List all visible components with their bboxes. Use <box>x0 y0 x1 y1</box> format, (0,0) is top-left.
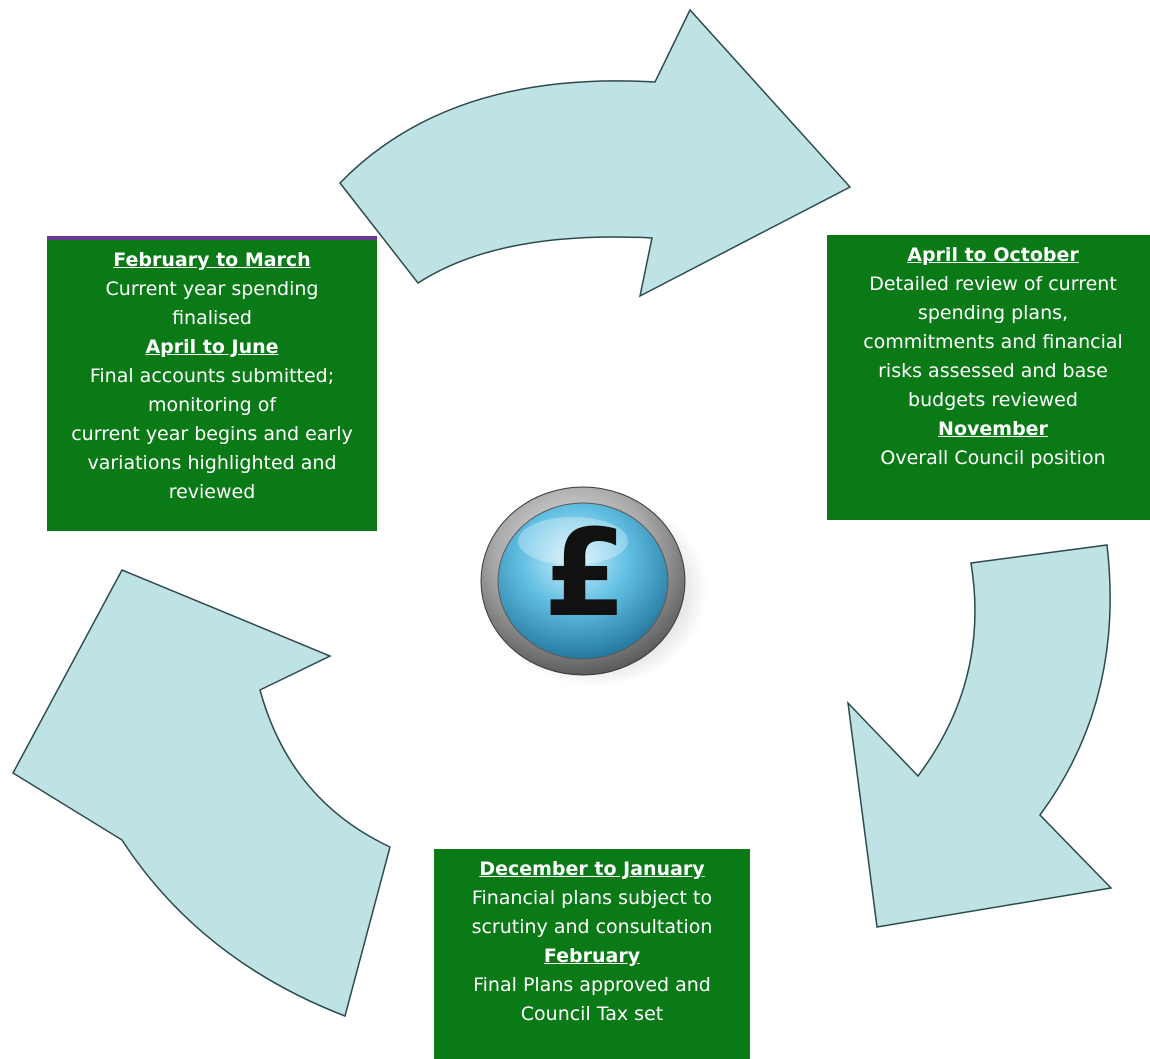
stage-heading: April to October <box>907 244 1079 266</box>
curved-arrow-icon <box>339 8 852 298</box>
stage-text: variations highlighted and <box>87 452 337 474</box>
stage-text: Financial plans subject to <box>471 887 713 909</box>
stage-text: monitoring of <box>147 394 277 416</box>
stage-text: spending plans, <box>917 302 1069 324</box>
stage-text: Council Tax set <box>520 1003 664 1025</box>
stage-heading: February to March <box>113 249 311 271</box>
stage-text: commitments and financial <box>863 331 1123 353</box>
stage-text: risks assessed and base <box>878 360 1108 382</box>
stage-text: Final accounts submitted; <box>89 365 335 387</box>
stage-text: reviewed <box>168 481 256 503</box>
stage-heading: November <box>938 418 1048 440</box>
stage-text: Overall Council position <box>880 447 1106 469</box>
stage-box-december-to-january: December to January Financial plans subj… <box>434 849 750 1059</box>
stage-text: finalised <box>172 307 252 329</box>
stage-text: Detailed review of current <box>869 273 1117 295</box>
stage-heading: December to January <box>479 858 705 880</box>
stage-heading: April to June <box>145 336 279 358</box>
stage-text: current year begins and early <box>71 423 353 445</box>
stage-box-february-to-march: February to March Current year spending … <box>47 236 377 531</box>
pound-coin-icon: £ <box>480 486 708 687</box>
pound-symbol: £ <box>543 505 627 644</box>
stage-box-april-to-october: April to October Detailed review of curr… <box>827 235 1150 520</box>
stage-text: scrutiny and consultation <box>471 916 713 938</box>
stage-heading: February <box>543 945 641 967</box>
curved-arrow-icon <box>846 544 1113 928</box>
stage-text: budgets reviewed <box>908 389 1078 411</box>
stage-text: Current year spending <box>105 278 319 300</box>
curved-arrow-icon <box>12 569 391 1018</box>
stage-text: Final Plans approved and <box>473 974 711 996</box>
